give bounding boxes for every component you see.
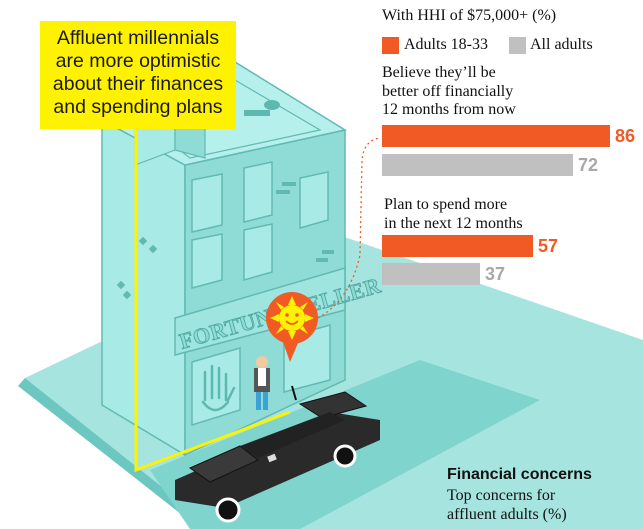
bar-q2-all-adults: [382, 263, 480, 285]
sun-rays: [270, 296, 314, 340]
question-2-line-1: Plan to spend more: [384, 196, 508, 213]
speech-bubble-tail: [283, 342, 298, 362]
callout-line-1: Affluent millennials: [56, 27, 220, 49]
roof-vent-pipe: [244, 110, 270, 116]
value-label-q1-adults-18-33: 86: [615, 126, 636, 146]
roof-vent: [264, 100, 280, 110]
upper-windows: [191, 161, 329, 289]
financial-concerns-subtitle: Top concerns for affluent adults (%): [447, 486, 567, 524]
callout-line-2: are more optimistic: [55, 50, 221, 72]
palm-hand-icon: [201, 364, 236, 412]
limousine: [175, 385, 380, 523]
value-label-q2-adults-18-33: 57: [538, 236, 559, 256]
question-1-line-2: better off financially: [382, 82, 514, 100]
callout-line-4: and spending plans: [53, 96, 223, 118]
legend-swatch-all-adults: [509, 37, 526, 54]
headline-callout: Affluent millennials are more optimistic…: [40, 21, 236, 129]
value-label-q2-all-adults: 37: [485, 264, 506, 284]
building-left-face: [101, 118, 186, 457]
legend-label-adults-18-33: Adults 18-33: [404, 36, 488, 53]
legend-label-all-adults: All adults: [530, 36, 593, 53]
value-label-q1-all-adults: 72: [578, 155, 599, 175]
financial-concerns-subtitle-line-1: Top concerns for: [447, 487, 556, 504]
question-2-line-2: in the next 12 months: [384, 215, 523, 232]
question-1-line-3: 12 months from now: [382, 101, 516, 118]
sign-band: [174, 266, 346, 356]
person-figure: [254, 356, 270, 410]
question-1: Believe they’ll be better off financiall…: [382, 64, 516, 120]
bar-q1-all-adults: [382, 154, 573, 176]
legend-swatch-adults-18-33: [382, 37, 399, 54]
financial-concerns-title: Financial concerns: [447, 466, 592, 483]
question-1-line-1: Believe they’ll be: [382, 64, 496, 81]
callout-leader-line: [134, 129, 291, 473]
chart-title: With HHI of $75,000+ (%): [382, 7, 557, 24]
callout-line-3: about their finances: [52, 73, 224, 95]
sun-face: [279, 305, 305, 331]
brick-marks: [116, 182, 334, 300]
question-2: Plan to spend more in the next 12 months: [384, 195, 523, 233]
bar-q2-adults-18-33: [382, 235, 533, 257]
dotted-connector: [317, 137, 381, 319]
bar-q1-adults-18-33: [382, 125, 610, 147]
financial-concerns-subtitle-line-2: affluent adults (%): [447, 506, 567, 523]
